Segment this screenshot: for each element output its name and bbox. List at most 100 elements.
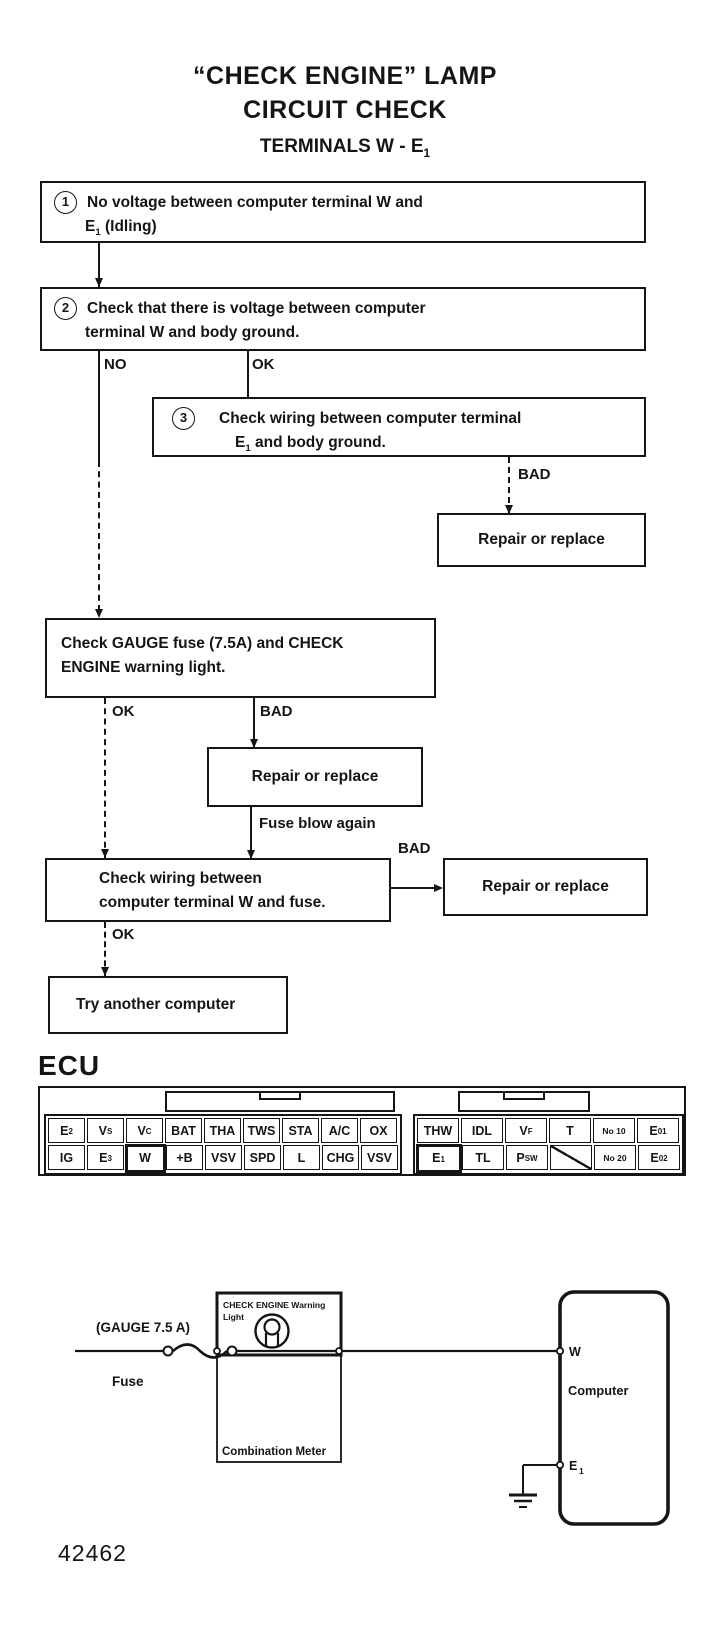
ecu-tab2-notch: [503, 1091, 545, 1100]
ecu-terminal-chg: CHG: [322, 1145, 359, 1170]
gauge-fuse-box: Check GAUGE fuse (7.5A) and CHECK ENGINE…: [45, 618, 436, 698]
t: V: [137, 1123, 146, 1138]
bulb-icon: [254, 1313, 290, 1349]
ts: F: [527, 1127, 533, 1136]
repair-box-1-text: Repair or replace: [478, 530, 605, 548]
branch-label-ok3: OK: [112, 926, 135, 943]
ecu-terminal-tws: TWS: [243, 1118, 280, 1143]
repair-box-2: Repair or replace: [207, 747, 423, 807]
step3-text-line2: E1 and body ground.: [235, 431, 632, 457]
page-title-line2: CIRCUIT CHECK: [243, 96, 447, 124]
ecu-label: ECU: [38, 1050, 101, 1081]
step3-line2-post: and body ground.: [250, 434, 386, 452]
ecu-terminal-bat: BAT: [165, 1118, 202, 1143]
ecu-terminal-no10: No 10: [593, 1118, 635, 1143]
connector-step1-step2: [98, 243, 100, 287]
step2-text-line1: Check that there is voltage between comp…: [87, 300, 426, 317]
t: TL: [475, 1150, 491, 1165]
step3-number-icon: 3: [172, 407, 195, 430]
ts: C: [145, 1127, 152, 1136]
ecu-terminal-vsv2: VSV: [361, 1145, 398, 1170]
ts: 02: [658, 1154, 668, 1163]
connector-ok-try: [104, 922, 106, 976]
t: IG: [59, 1150, 74, 1165]
arrowhead-right: [434, 883, 443, 892]
t: STA: [288, 1123, 313, 1138]
subtitle-subscript: 1: [423, 146, 431, 160]
t: V: [98, 1123, 107, 1138]
gauge-fuse-line1: Check GAUGE fuse (7.5A) and CHECK: [61, 635, 344, 652]
gauge-fuse-rating-label: (GAUGE 7.5 A): [96, 1320, 190, 1335]
arrowhead: [94, 278, 103, 287]
t: IDL: [471, 1123, 493, 1138]
arrowhead: [94, 609, 103, 618]
connector-bad-repair2: [253, 698, 255, 747]
e1-terminal-subscript: 1: [579, 1466, 584, 1476]
step1-line2-sub: 1: [95, 227, 101, 239]
arrowhead: [504, 505, 513, 514]
step1-number-icon: 1: [54, 191, 77, 214]
ecu-terminal-tl: TL: [462, 1145, 504, 1170]
branch-label-bad2: BAD: [260, 703, 293, 720]
ecu-terminal-ig: IG: [48, 1145, 85, 1170]
t: E: [60, 1123, 69, 1138]
ts: S: [107, 1127, 113, 1136]
t: OX: [369, 1123, 388, 1138]
t: E: [432, 1151, 441, 1165]
step3-text-line1: Check wiring between computer terminal: [219, 410, 522, 427]
ts: SW: [524, 1154, 538, 1163]
ecu-terminal-t: T: [549, 1118, 591, 1143]
connector-bad-repair3: [391, 887, 439, 889]
gauge-fuse-line2: ENGINE warning light.: [61, 659, 226, 677]
ecu-terminal-ac: A/C: [321, 1118, 358, 1143]
arrowhead: [100, 967, 109, 976]
connector-fuse-blow: [250, 807, 252, 858]
ecu-terminal-spd: SPD: [244, 1145, 281, 1170]
t: SPD: [249, 1150, 276, 1165]
branch-label-ok: OK: [252, 356, 275, 373]
t: W: [139, 1151, 151, 1165]
w-terminal-label: W: [569, 1345, 581, 1359]
fuse-blow-label: Fuse blow again: [259, 815, 376, 832]
t: V: [519, 1123, 528, 1138]
e1-ground-wire: [522, 1464, 560, 1495]
branch-label-bad3: BAD: [398, 840, 431, 857]
arrowhead: [249, 739, 258, 748]
page-subtitle-terminals: TERMINALS W - E1: [0, 136, 690, 160]
wire-junction-right: [335, 1347, 343, 1355]
arrowhead: [100, 849, 109, 858]
connector-ok-wiring: [104, 698, 106, 858]
ecu-terminal-l: L: [283, 1145, 320, 1170]
fuse-icon: [162, 1343, 238, 1359]
step1-text-line2: E1 (Idling): [85, 215, 632, 241]
connector-no-branch: [98, 351, 100, 461]
t: TWS: [247, 1123, 276, 1138]
connector-ok-step3: [247, 351, 249, 397]
combination-meter-label: Combination Meter: [222, 1446, 327, 1458]
t: E: [650, 1150, 659, 1165]
fuse-label: Fuse: [112, 1374, 144, 1389]
ecu-tab1-notch: [259, 1091, 301, 1100]
connector-no-branch-dashed: [98, 461, 100, 611]
t: VSV: [366, 1150, 392, 1165]
branch-label-bad: BAD: [518, 466, 551, 483]
w-terminal-dot: [555, 1346, 565, 1356]
arrowhead: [246, 850, 255, 859]
t: No 20: [603, 1152, 627, 1163]
ecu-terminal-plusb: +B: [166, 1145, 203, 1170]
t: T: [566, 1123, 574, 1138]
t: E: [649, 1123, 658, 1138]
